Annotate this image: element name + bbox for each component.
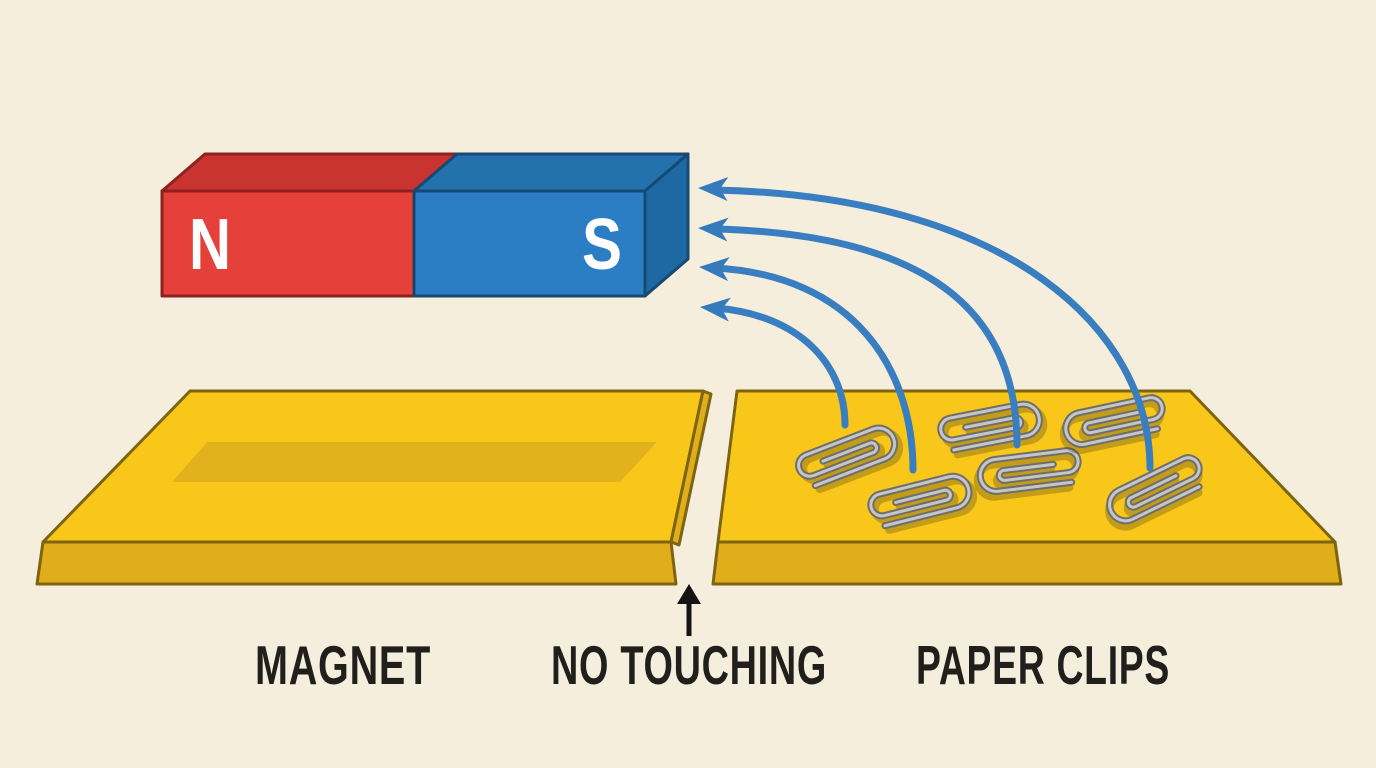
captions-group: MAGNET NO TOUCHING PAPER CLIPS xyxy=(255,634,1170,696)
left-table xyxy=(35,389,713,586)
field-arrow-line xyxy=(712,304,849,429)
caption-no-touching: NO TOUCHING xyxy=(551,634,827,696)
field-arrows-group xyxy=(697,176,1154,474)
field-arrow-line xyxy=(710,264,917,474)
left-table-front-face xyxy=(35,540,678,586)
magnet-south-end-face xyxy=(643,152,690,298)
gap-pointer-head xyxy=(677,584,701,604)
magnet-north-top-face xyxy=(160,152,459,193)
magnet-south-top-face xyxy=(412,152,690,193)
south-pole-label: S xyxy=(582,205,622,285)
gap-pointer-arrow xyxy=(677,584,701,636)
right-table-front-face xyxy=(711,540,1343,586)
caption-magnet: MAGNET xyxy=(255,634,431,696)
left-table-side-face xyxy=(669,389,713,547)
magnet-shadow-mark xyxy=(172,442,657,482)
field-arrow-line xyxy=(712,225,1021,449)
caption-paper-clips: PAPER CLIPS xyxy=(916,634,1170,696)
north-pole-label: N xyxy=(189,205,231,285)
field-arrow-line xyxy=(710,186,1154,472)
bar-magnet: N S xyxy=(160,152,690,298)
